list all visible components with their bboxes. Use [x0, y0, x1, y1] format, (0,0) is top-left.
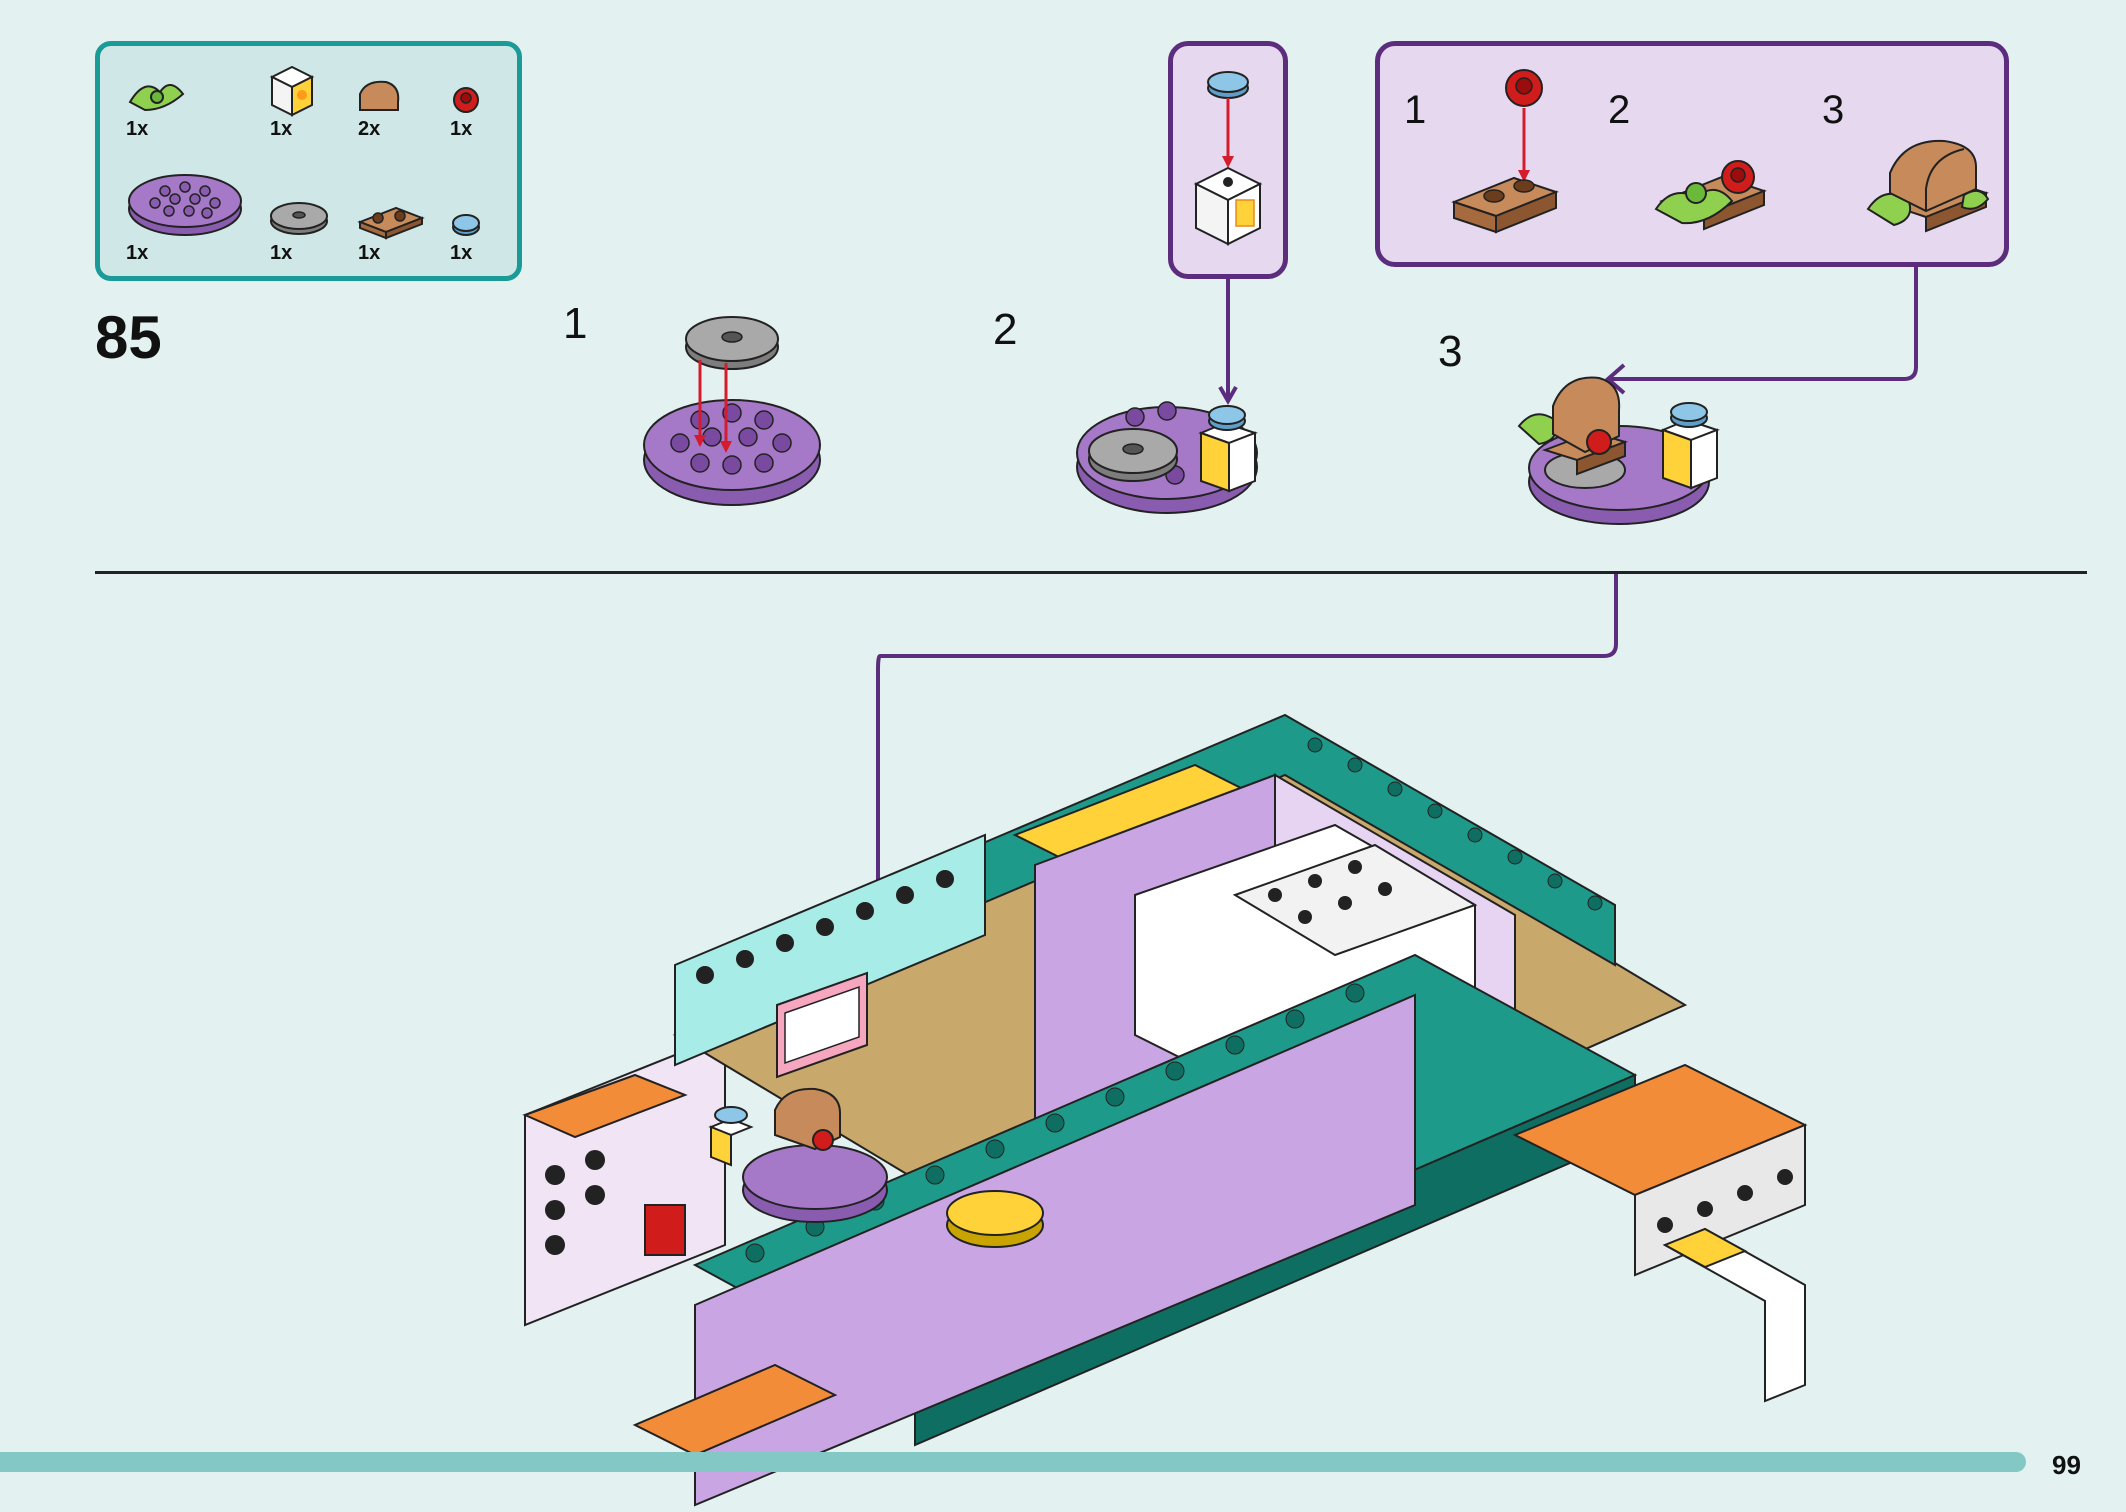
printed-tile-icon: [269, 65, 315, 117]
part-qty: 1x: [126, 242, 149, 264]
substep-number: 1: [563, 299, 588, 348]
round-tile-blue-icon: [452, 214, 480, 236]
round-tile-gray-icon: [270, 202, 328, 235]
section-divider: [95, 571, 2087, 574]
callout-b-step2-illustration: [1654, 160, 1767, 231]
part-qty: 1x: [450, 118, 473, 140]
substep-number: 3: [1438, 327, 1463, 376]
part-qty: 1x: [450, 242, 473, 264]
substep-number: 2: [993, 305, 1018, 354]
callout-a-illustration: [1193, 71, 1263, 246]
substep-3-illustration: [1517, 376, 1720, 525]
curved-slope-icon: [359, 80, 400, 111]
page-number: 99: [2052, 1450, 2081, 1480]
callout-step-number: 2: [1608, 88, 1631, 132]
part-qty: 1x: [270, 242, 293, 264]
step-number: 85: [95, 304, 162, 371]
callout-b-connector: [1604, 267, 1918, 395]
callout-b-step3-illustration: [1866, 139, 1990, 233]
callout-step-number: 3: [1822, 88, 1845, 132]
part-qty: 2x: [358, 118, 381, 140]
substep-2-illustration: [1076, 401, 1258, 514]
leaf-icon: [128, 84, 185, 112]
callout-b-step1-illustration: [1451, 69, 1559, 234]
substep-1-illustration: [643, 316, 821, 506]
round-plate-purple-icon: [128, 174, 242, 236]
part-qty: 1x: [270, 118, 293, 140]
plate-1x2-brown-icon: [357, 206, 425, 240]
part-qty: 1x: [126, 118, 149, 140]
main-model-illustration: [522, 713, 1808, 1507]
part-qty: 1x: [358, 242, 381, 264]
red-flower-icon: [453, 87, 479, 113]
callout-a-connector: [1218, 279, 1238, 406]
progress-bar: [0, 1452, 2026, 1472]
callout-step-number: 1: [1404, 88, 1427, 132]
